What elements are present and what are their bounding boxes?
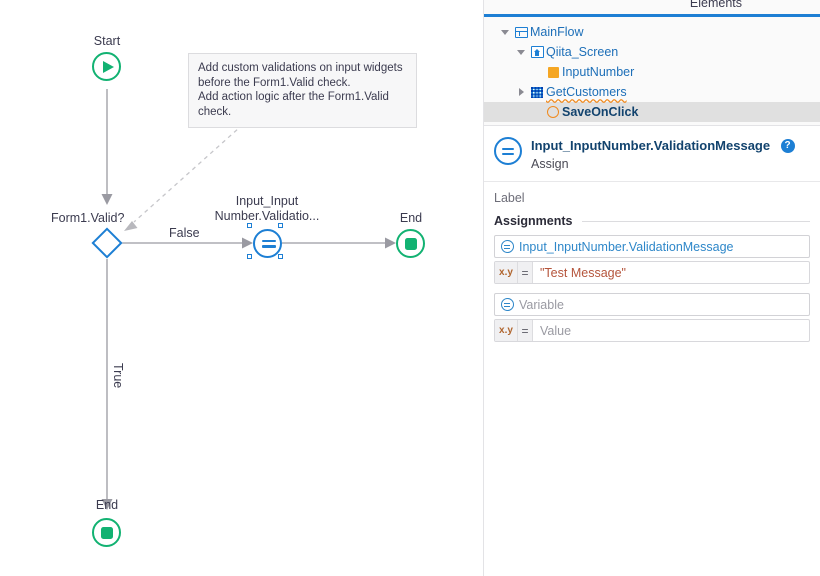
elements-tree[interactable]: MainFlow Qiita_Screen InputNumber GetCus… [484,17,820,126]
twisty-mainflow[interactable] [498,29,512,35]
twisty-getcustomers[interactable] [514,88,528,96]
edge-label-false: False [169,226,200,240]
tree-item-saveonclick[interactable]: SaveOnClick [484,102,820,122]
assign-node-bar-top [261,240,276,243]
flow-canvas[interactable]: Start Add custom validations on input wi… [0,0,483,576]
assignments-section-header: Assignments [494,214,810,228]
tree-item-label: GetCustomers [546,85,627,99]
screen-icon [528,46,546,58]
orange-square-icon [544,66,562,78]
assignments-title: Assignments [494,214,573,228]
assignment-value-placeholder: Value [540,323,572,338]
end-node-right[interactable] [396,229,425,258]
elements-tabstrip[interactable]: Elements [484,0,820,14]
section-divider [581,220,810,222]
help-icon[interactable]: ? [780,138,795,153]
assignment-value-input-1[interactable]: x.y = "Test Message" [494,261,810,284]
equals-icon: = [518,320,533,341]
assign-node-label-line1: Input_Input [235,194,299,208]
flow-comment-note[interactable]: Add custom validations on input widgets … [188,53,417,128]
properties-body: Label Assignments Input_InputNumber.Vali… [484,182,820,342]
tree-item-qiita-screen[interactable]: Qiita_Screen [484,42,820,62]
tree-item-label: SaveOnClick [562,105,639,119]
end-node-right-label: End [399,211,423,225]
properties-title: Input_InputNumber.ValidationMessage [531,138,771,154]
selection-handle-top-right[interactable] [278,223,283,228]
assignment-variable-input-2[interactable]: Variable [494,293,810,316]
assign-node-bar-bottom [261,245,276,248]
label-field-caption: Label [494,191,525,205]
chevron-right-icon [518,88,524,96]
assign-node[interactable] [253,229,282,258]
right-panel: Elements MainFlow Qiita_Screen InputNumb… [483,0,820,576]
start-node[interactable] [92,52,121,81]
variable-assign-icon [495,240,519,253]
chevron-down-icon [517,49,525,55]
expression-xy-icon[interactable]: x.y [495,262,518,283]
assignment-variable-placeholder: Variable [519,297,564,312]
variable-assign-icon [495,298,519,311]
selection-handle-top-left[interactable] [247,223,252,228]
properties-subtitle: Assign [531,157,569,171]
tree-item-mainflow[interactable]: MainFlow [484,22,820,42]
properties-header: Input_InputNumber.ValidationMessage ? As… [484,126,820,182]
assignment-variable-input-1[interactable]: Input_InputNumber.ValidationMessage [494,235,810,258]
start-node-label: Start [93,34,121,48]
assign-node-label-line2: Number.Validatio... [214,209,320,223]
tree-item-label: Qiita_Screen [546,45,619,59]
grid-icon [528,86,546,98]
tree-item-label: InputNumber [562,65,635,79]
orange-circle-icon [544,106,562,118]
tab-elements[interactable]: Elements [689,0,742,10]
edge-label-true: True [111,363,125,389]
selection-handle-bottom-left[interactable] [247,254,252,259]
end-node-bottom[interactable] [92,518,121,547]
expression-xy-icon[interactable]: x.y [495,320,518,341]
flow-connectors [101,89,396,510]
decision-node-label: Form1.Valid? [51,211,125,225]
chevron-down-icon [501,29,509,35]
assignment-variable-text: Input_InputNumber.ValidationMessage [519,239,734,254]
equals-icon: = [518,262,533,283]
end-node-bottom-label: End [95,498,119,512]
tree-item-label: MainFlow [530,25,584,39]
flow-icon [512,26,530,38]
tree-item-getcustomers[interactable]: GetCustomers [484,82,820,102]
tab-active-underline [484,14,820,17]
tree-item-inputnumber[interactable]: InputNumber [484,62,820,82]
selection-handle-bottom-right[interactable] [278,254,283,259]
twisty-qiita-screen[interactable] [514,49,528,55]
assign-icon [494,137,522,165]
assignment-value-input-2[interactable]: x.y = Value [494,319,810,342]
assignment-value-text: "Test Message" [540,265,626,280]
